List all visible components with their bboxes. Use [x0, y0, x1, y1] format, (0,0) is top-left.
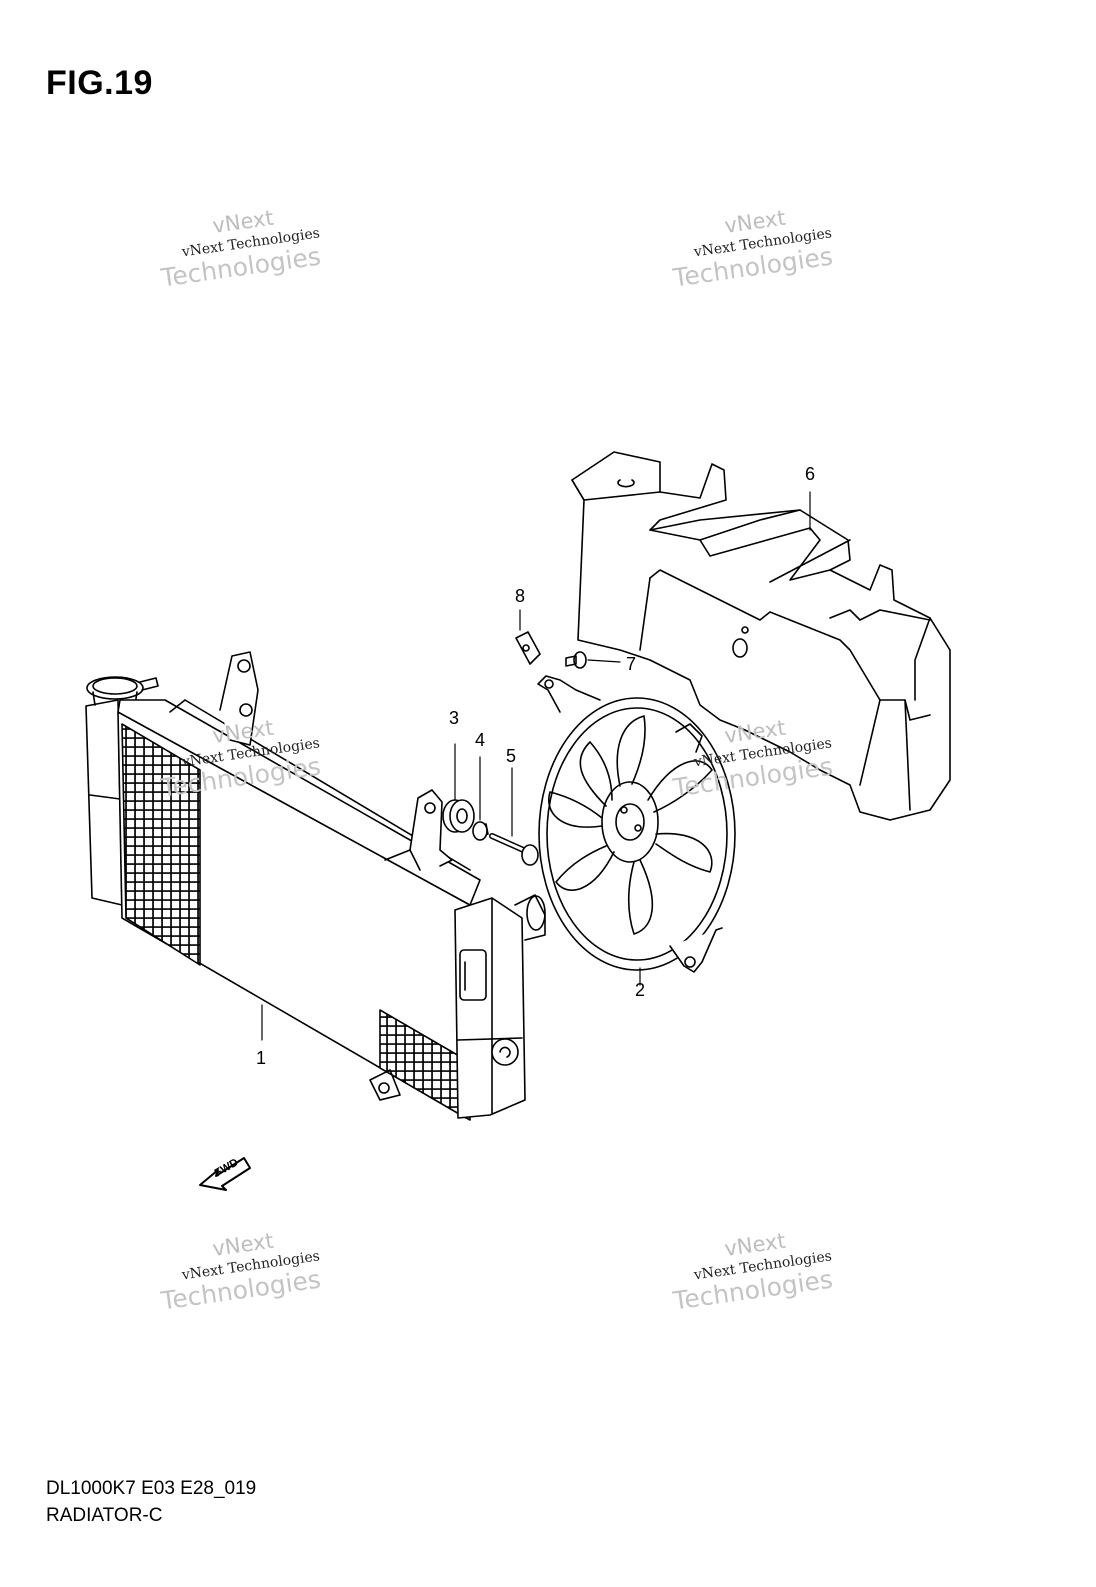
callout-3: 3 [449, 708, 460, 728]
forward-direction-arrow [199, 1157, 251, 1191]
model-code: DL1000K7 E03 E28_019 [46, 1478, 257, 1499]
clip-and-screw-7-8 [515, 609, 621, 669]
callout-5: 5 [506, 746, 517, 766]
figure-name: RADIATOR-C [46, 1505, 163, 1526]
fan-shroud-part-6 [571, 451, 951, 821]
mounting-hardware-3-4-5 [442, 743, 539, 866]
callout-2: 2 [635, 980, 646, 1000]
callout-4: 4 [475, 730, 486, 750]
callout-1: 1 [256, 1048, 267, 1068]
callout-6: 6 [805, 464, 816, 484]
callout-7: 7 [626, 654, 637, 674]
radiator-part-1 [85, 651, 546, 1121]
callout-8: 8 [515, 586, 526, 606]
figure-title: FIG.19 [46, 64, 153, 102]
cooling-fan-part-2 [537, 675, 736, 986]
